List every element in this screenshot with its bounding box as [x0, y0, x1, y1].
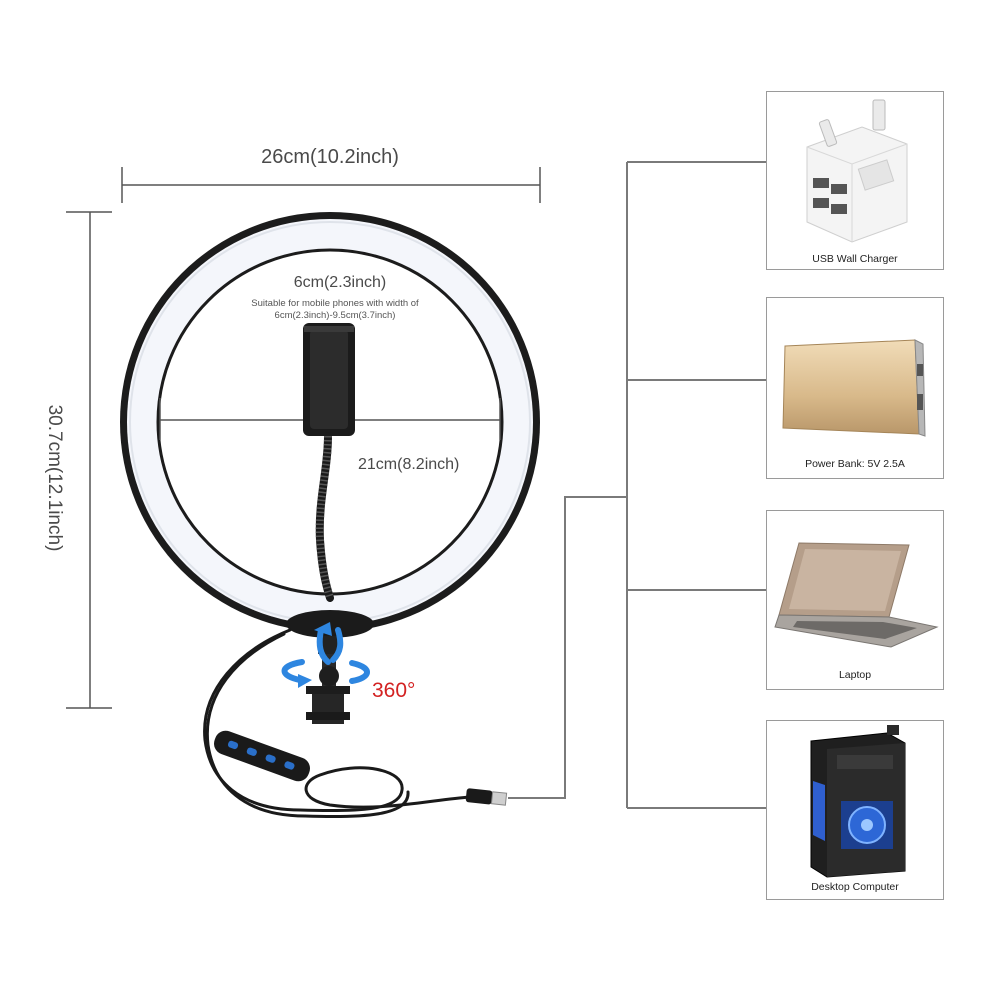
usb-wall-charger-icon: [806, 99, 908, 243]
power-source-desktop-computer: Desktop Computer: [766, 720, 944, 900]
phone-width-label: 6cm(2.3inch): [293, 274, 387, 291]
power-bank-icon: [782, 339, 926, 437]
laptop-icon: [774, 542, 939, 648]
power-bank-label: Power Bank: 5V 2.5A: [805, 458, 905, 470]
rotation-label: 360°: [372, 679, 416, 702]
ball-head-mount: [306, 636, 350, 724]
usb-wall-charger-label: USB Wall Charger: [812, 253, 898, 265]
phone-holder-clamp: [303, 323, 355, 436]
width-dimension-label: 26cm(10.2inch): [261, 146, 399, 168]
width-dimension-line: [121, 167, 541, 203]
phone-compat-note-line2: 6cm(2.3inch)-9.5cm(3.7inch): [274, 310, 396, 321]
desktop-computer-icon: [810, 725, 906, 878]
power-cable: [203, 628, 472, 819]
power-source-usb-wall-charger: USB Wall Charger: [766, 91, 944, 270]
inner-diameter-label: 21cm(8.2inch): [358, 456, 460, 473]
phone-compat-note-line1: Suitable for mobile phones with width of: [251, 298, 419, 309]
desktop-computer-label: Desktop Computer: [811, 881, 899, 893]
height-dimension-line: [66, 211, 112, 709]
laptop-label: Laptop: [838, 669, 872, 681]
connector-lines: [508, 161, 766, 809]
power-source-power-bank: Power Bank: 5V 2.5A: [766, 297, 944, 479]
rotation-arrows-icon: [281, 627, 370, 684]
usb-plug: [465, 788, 508, 806]
inline-controller: [214, 730, 310, 782]
height-dimension-label: 30.7cm(12.1inch): [44, 404, 65, 552]
rotation-arrowheads: [298, 622, 332, 688]
power-source-laptop: Laptop: [766, 510, 944, 690]
gooseneck-arm: [315, 432, 334, 602]
